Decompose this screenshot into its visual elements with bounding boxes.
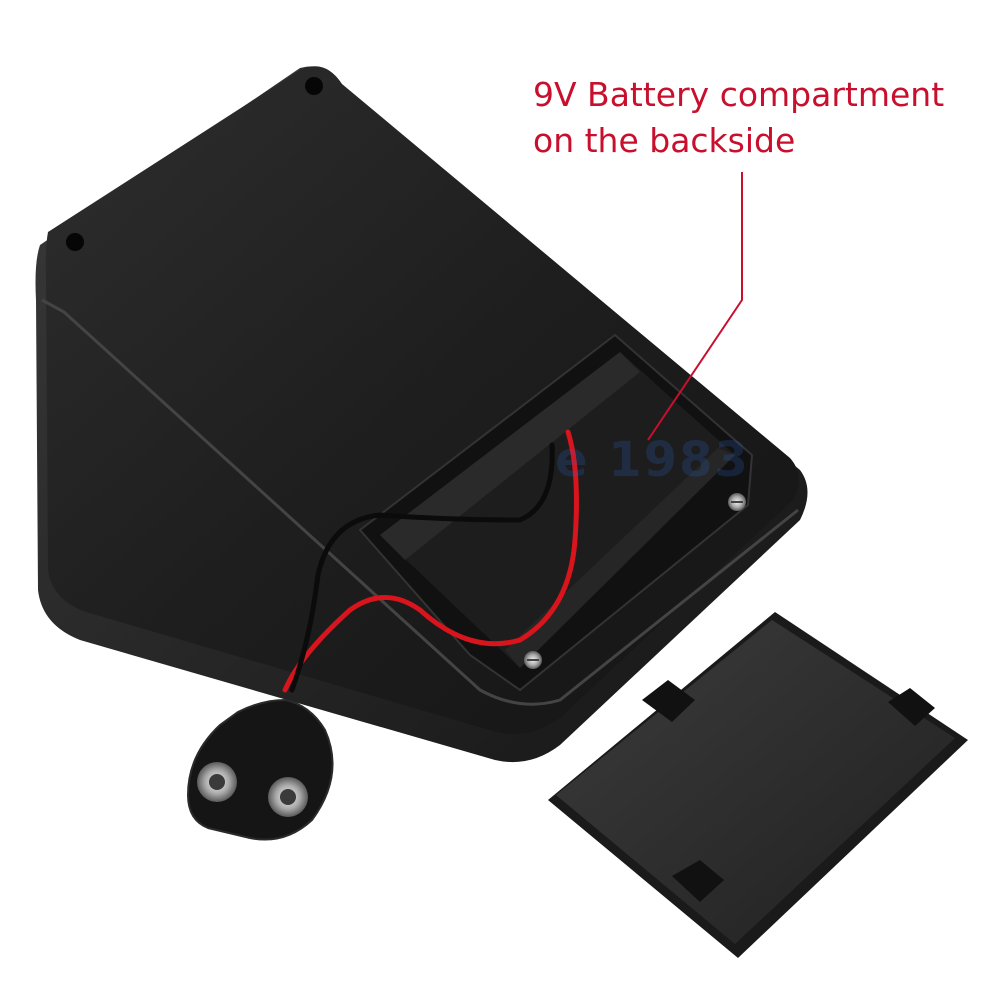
battery-compartment-cover [548, 612, 968, 958]
black-wire [289, 442, 555, 693]
cover-clip [672, 860, 724, 902]
cover-clip [642, 680, 695, 722]
cover-face [556, 620, 955, 944]
compartment-inner-wall [380, 352, 640, 560]
enclosure-seam [41, 298, 799, 706]
annotation-line-2: on the backside [533, 121, 796, 160]
annotation-caption: 9V Battery compartment on the backside [533, 72, 944, 164]
annotation-line-1: 9V Battery compartment [533, 75, 945, 114]
screw-hole [66, 233, 84, 251]
compartment-inner-wall [505, 448, 735, 668]
red-wire [282, 429, 579, 693]
9v-battery-snap-connector [186, 698, 334, 841]
battery-wires [282, 429, 579, 693]
watermark-text: e 1983 [555, 432, 750, 488]
9v-battery-compartment [358, 333, 754, 692]
compartment-floor [380, 352, 735, 668]
cover-clip [888, 688, 935, 726]
screw-hole [305, 77, 323, 95]
annotation-pointer-line [647, 172, 743, 441]
